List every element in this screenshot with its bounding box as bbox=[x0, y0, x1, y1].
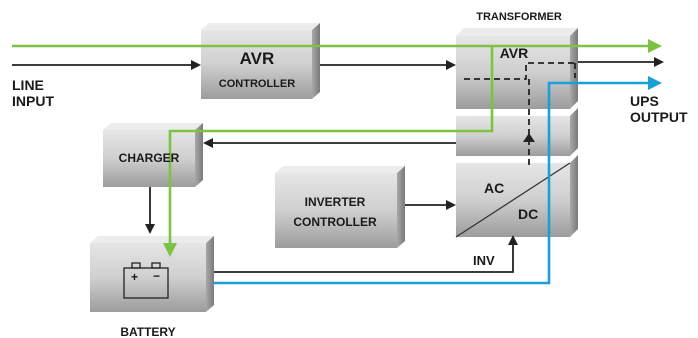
battery-box bbox=[90, 236, 214, 312]
battery-icon bbox=[123, 262, 169, 299]
battery-to-dc-arrow bbox=[214, 235, 518, 273]
transformer-avr-label: AVR bbox=[500, 45, 529, 61]
avr-controller-subtitle: CONTROLLER bbox=[219, 78, 295, 90]
inv-label: INV bbox=[473, 253, 495, 268]
dashed-internal-paths bbox=[464, 62, 576, 168]
signal-lines bbox=[12, 57, 664, 273]
line-input-label-2: INPUT bbox=[12, 93, 54, 109]
dashed-up-arrowhead bbox=[523, 133, 535, 142]
line-input-label-1: LINE bbox=[12, 77, 44, 93]
transformer-label: TRANSFORMER bbox=[476, 11, 562, 23]
avr-controller-title: AVR bbox=[240, 49, 275, 68]
blue-backup-path bbox=[214, 76, 662, 285]
inverter-controller-label-1: INVERTER bbox=[305, 195, 366, 209]
charger-box bbox=[103, 123, 203, 187]
inverter-controller-box bbox=[275, 166, 405, 248]
transformer-middle-box bbox=[456, 108, 578, 156]
ups-output-label-1: UPS bbox=[630, 93, 659, 109]
transformer-avr-box bbox=[456, 28, 578, 109]
ac-label: AC bbox=[484, 180, 504, 196]
ac-dc-converter-box bbox=[455, 155, 578, 238]
inverter-controller-label-2: CONTROLLER bbox=[293, 215, 377, 229]
dc-label: DC bbox=[518, 206, 538, 222]
charger-label: CHARGER bbox=[119, 151, 180, 165]
battery-plus-sign: + bbox=[131, 270, 138, 284]
green-power-path bbox=[12, 39, 662, 257]
battery-label: BATTERY bbox=[120, 325, 175, 338]
battery-minus-sign: − bbox=[153, 269, 160, 283]
ups-output-label-2: OUTPUT bbox=[630, 109, 688, 125]
avr-controller-box bbox=[201, 23, 320, 99]
